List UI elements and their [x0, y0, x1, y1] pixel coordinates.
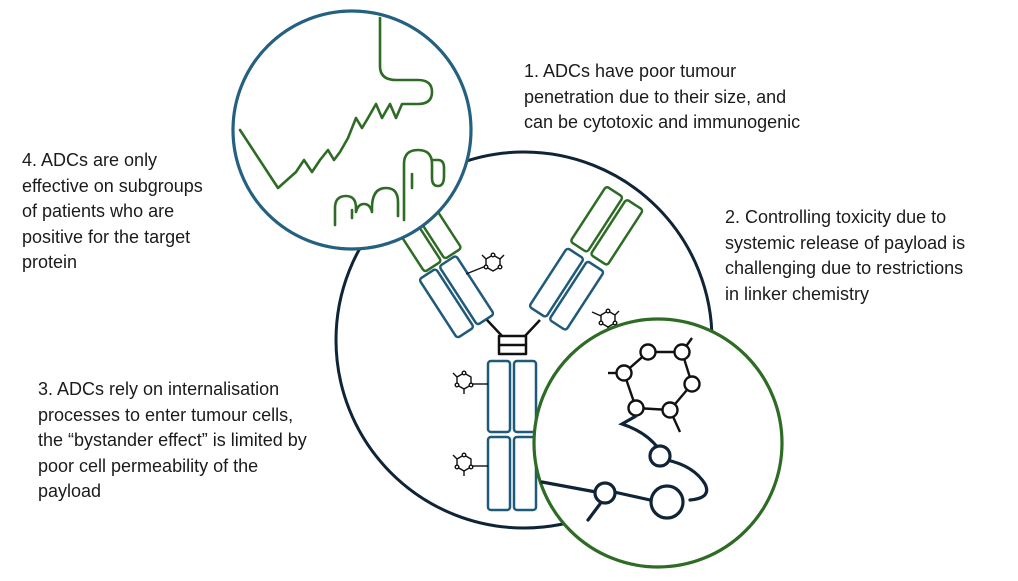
linker-chain [540, 414, 709, 522]
note-1-tumour-penetration: 1. ADCs have poor tumour penetration due… [524, 59, 800, 136]
right-arm-variable-domains [570, 186, 644, 266]
note-3-internalisation: 3. ADCs rely on internalisation processe… [38, 377, 307, 505]
note-4-line: effective on subgroups [22, 175, 203, 196]
binding-domain-outline [238, 16, 446, 227]
note-2-toxicity-control: 2. Controlling toxicity due to systemic … [725, 205, 965, 307]
hinge-region [486, 319, 541, 356]
note-2-line: challenging due to restrictions [725, 258, 964, 278]
payload-zoom [532, 317, 784, 569]
note-4-line: 4. ADCs are only [22, 150, 158, 170]
note-2-line: 2. Controlling toxicity due to [725, 207, 947, 227]
note-3-line: poor cell permeability of the [38, 455, 259, 476]
payload-molecule [608, 337, 701, 433]
note-1-line: penetration due to their size, and [524, 86, 787, 107]
note-3-line: the “bystander effect” is limited by [38, 430, 307, 450]
right-arm-constant-domains [528, 247, 605, 331]
note-2-line: in linker chemistry [725, 283, 870, 304]
note-1-line: 1. ADCs have poor tumour [524, 61, 737, 81]
left-arm-constant-domains [418, 255, 495, 339]
note-3-line: processes to enter tumour cells, [38, 404, 294, 425]
fc-region [486, 359, 538, 512]
note-4-line: positive for the target [22, 226, 191, 247]
note-3-line: payload [38, 481, 102, 501]
note-3-line: 3. ADCs rely on internalisation [38, 379, 280, 399]
note-1-line: can be cytotoxic and immunogenic [524, 112, 801, 132]
note-4-target-subgroups: 4. ADCs are only effective on subgroups … [22, 148, 203, 276]
payload-attachments [452, 252, 620, 476]
note-4-line: of patients who are [22, 201, 175, 221]
binding-domain-zoom [231, 9, 473, 251]
note-2-line: systemic release of payload is [725, 232, 966, 253]
note-4-line: protein [22, 252, 78, 272]
